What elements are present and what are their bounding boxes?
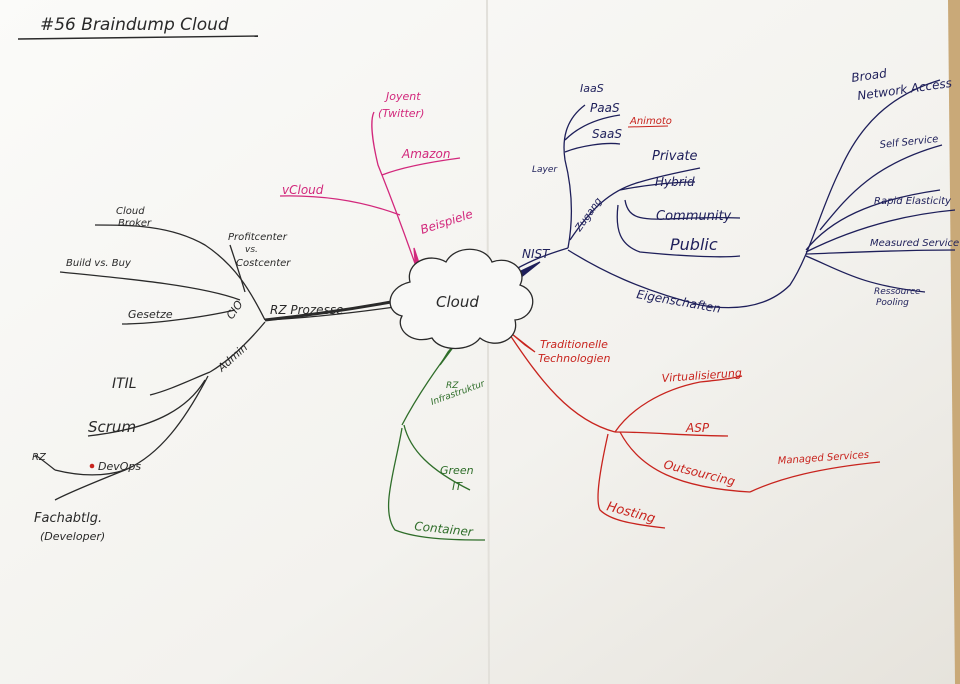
broad-label: Broad xyxy=(850,66,887,85)
amazon-label: Amazon xyxy=(401,147,451,161)
container-label: Container xyxy=(414,519,475,539)
branch-traditionelle xyxy=(509,333,881,529)
joyent-label: Joyent xyxy=(384,90,421,103)
costcenter-label: Costcenter xyxy=(236,258,291,269)
title-underline xyxy=(17,35,259,40)
page-title: #56 Braindump Cloud xyxy=(40,15,229,35)
fachabtlg-label: Fachabtlg. xyxy=(34,511,102,526)
rz-end-label: RZ xyxy=(32,452,47,463)
saas-label: SaaS xyxy=(592,127,622,141)
vcloud-label: vCloud xyxy=(282,183,324,197)
devops-dot xyxy=(89,463,95,469)
public-label: Public xyxy=(670,235,718,254)
cloud-shape xyxy=(389,248,534,350)
rz-infra-label-1: RZ xyxy=(446,381,459,391)
devops-label: DevOps xyxy=(98,460,141,473)
community-label: Community xyxy=(656,209,732,224)
developer-label: (Developer) xyxy=(40,530,105,543)
measured-service-label: Measured Service xyxy=(870,238,959,249)
traditionelle-label-2: Technologien xyxy=(538,352,610,365)
scrum-label: Scrum xyxy=(88,418,136,436)
virtualisierung-label: Virtualisierung xyxy=(661,366,742,385)
animoto-underline xyxy=(627,125,669,128)
paas-label: PaaS xyxy=(590,101,620,115)
twitter-label: (Twitter) xyxy=(378,107,424,120)
cloud-broker-label-2: Broker xyxy=(118,218,152,229)
layer-label: Layer xyxy=(532,165,558,175)
itil-label: ITIL xyxy=(112,376,137,392)
green-label: Green xyxy=(440,464,474,477)
it-label: IT xyxy=(452,480,463,493)
hybrid-label: Hybrid xyxy=(655,175,695,189)
ressource-label: Ressource xyxy=(874,287,921,297)
rapid-elasticity-label: Rapid Elasticity xyxy=(874,196,952,207)
cloud-label: Cloud xyxy=(436,293,479,311)
profitcenter-label: Profitcenter xyxy=(228,232,288,243)
cloud-broker-label-1: Cloud xyxy=(116,206,145,217)
asp-label: ASP xyxy=(685,421,710,435)
iaas-label: IaaS xyxy=(580,82,604,95)
traditionelle-label-1: Traditionelle xyxy=(540,338,608,351)
rz-prozesse-label: RZ Prozesse xyxy=(270,303,343,317)
animoto-label: Animoto xyxy=(629,116,672,127)
nist-label: NIST xyxy=(522,247,551,261)
private-label: Private xyxy=(652,149,698,164)
profitcenter-vs-label: vs. xyxy=(245,245,258,255)
build-vs-buy-label: Build vs. Buy xyxy=(66,258,132,269)
pooling-label: Pooling xyxy=(876,298,909,308)
gesetze-label: Gesetze xyxy=(128,308,173,321)
